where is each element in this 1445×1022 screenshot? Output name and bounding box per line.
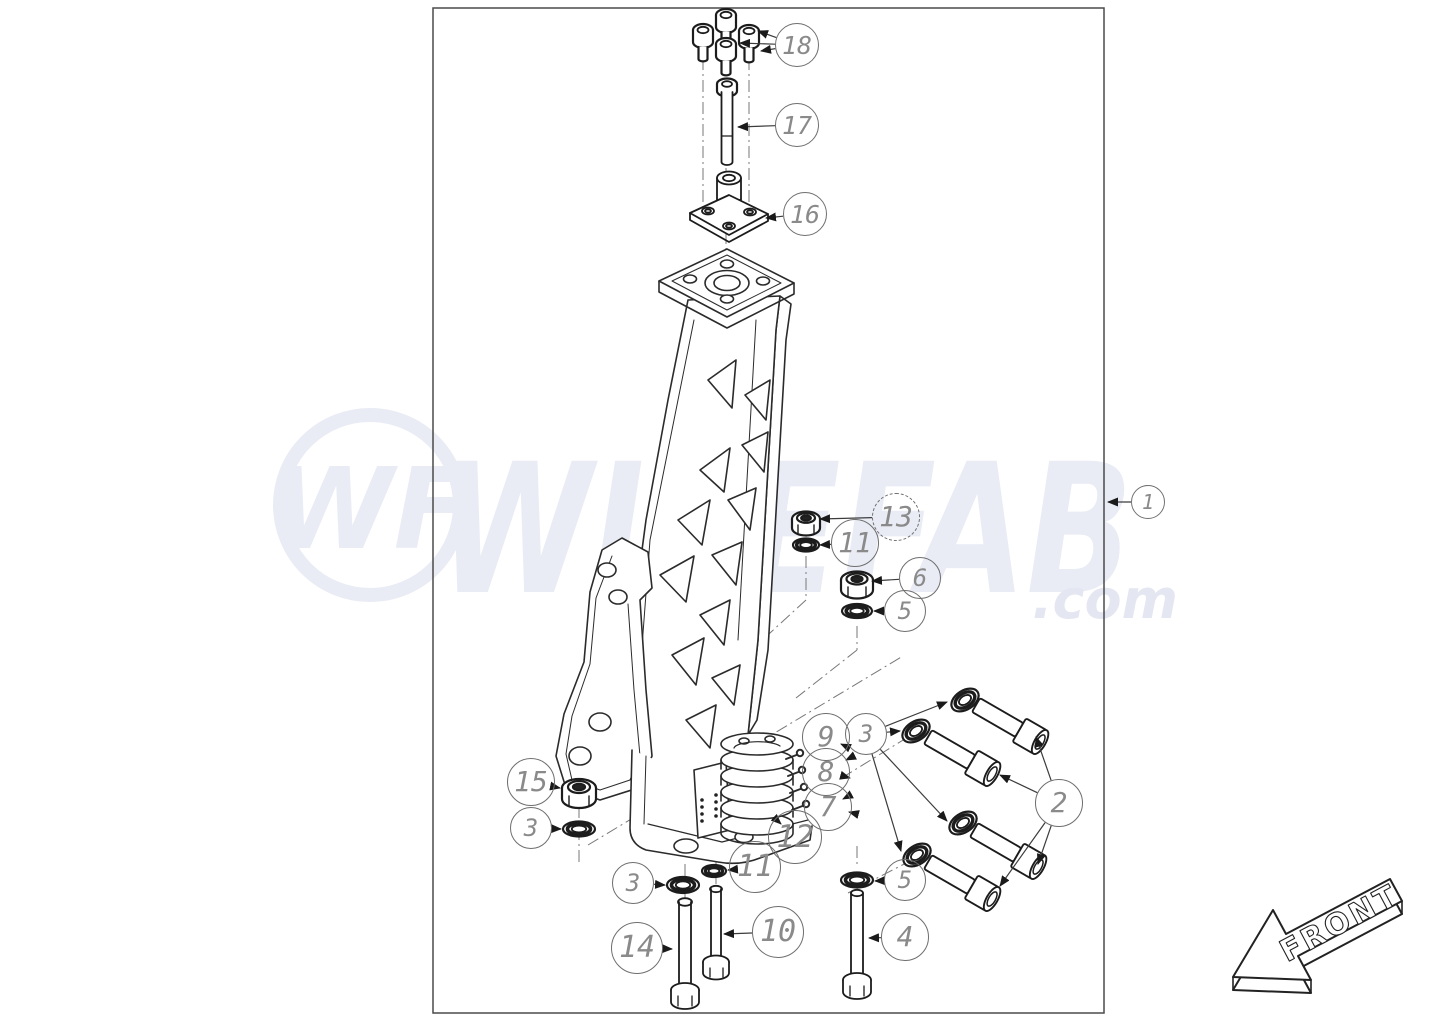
part-balloon-3: 3	[612, 862, 654, 904]
pivot-bolt-17	[715, 77, 739, 166]
nut-6	[839, 570, 875, 600]
caliper-bracket	[555, 537, 653, 801]
wf-logo-initials: WF	[270, 445, 470, 575]
part-balloon-12: 12	[768, 810, 822, 864]
pivot-mount-16	[689, 170, 769, 243]
leader-line-18	[739, 38, 776, 48]
watermark-brand-text: WISEFAB	[438, 426, 1133, 635]
part-balloon-18: 18	[775, 23, 819, 67]
leader-line-17	[737, 122, 776, 132]
watermark-suffix-text: .com	[1032, 568, 1178, 631]
washer-11-upper	[791, 537, 821, 553]
nut-13	[790, 510, 822, 537]
watermark: WF WISEFAB .com	[270, 408, 1178, 635]
part-balloon-9: 9	[802, 713, 850, 761]
leader-line-3	[653, 879, 666, 889]
socket-bolts-2	[923, 697, 1050, 912]
front-arrow-top-face	[1232, 878, 1403, 981]
leader-line-3	[886, 727, 901, 737]
leader-line-3	[885, 701, 948, 727]
part-balloon-15: 15	[507, 758, 555, 806]
bolt-10	[702, 884, 730, 981]
bolt-14	[670, 897, 700, 1010]
drawing-frame	[432, 7, 1105, 1014]
top-flange	[658, 248, 795, 329]
part-balloon-6: 6	[899, 557, 941, 599]
washer-11-lower	[700, 863, 728, 879]
bolt-4	[842, 888, 872, 1000]
part-balloon-10: 10	[752, 906, 804, 958]
part-balloon-14: 14	[611, 922, 663, 974]
leader-line-10	[723, 929, 753, 939]
part-balloon-11: 11	[729, 841, 781, 893]
upright-body	[555, 248, 813, 865]
leader-line-2	[1037, 825, 1052, 865]
nut-15	[560, 777, 598, 810]
leader-line-2	[999, 822, 1046, 887]
leader-line-18	[760, 44, 776, 54]
leader-line-2	[999, 774, 1038, 794]
part-balloon-13: 13	[872, 493, 920, 541]
leader-line-13	[819, 514, 873, 524]
washer-3-left	[561, 820, 597, 838]
leader-line-16	[765, 212, 784, 222]
leader-line-6	[871, 575, 900, 585]
part-balloon-3: 3	[845, 713, 887, 755]
leader-line-2	[1035, 736, 1052, 781]
part-balloon-17: 17	[775, 103, 819, 147]
part-balloon-5: 5	[884, 859, 926, 901]
leader-line-3	[871, 753, 903, 852]
part-balloon-3: 3	[510, 807, 552, 849]
wf-logo-ring	[273, 408, 467, 602]
front-arrow: FRONT	[1232, 877, 1406, 994]
part-balloon-16: 16	[783, 192, 827, 236]
part-balloon-4: 4	[881, 913, 929, 961]
washer-5-lower	[839, 871, 875, 889]
leader-line-15	[549, 781, 561, 791]
leader-line-3	[879, 748, 948, 822]
part-balloon-11: 11	[831, 519, 879, 567]
tower-cutouts	[659, 359, 771, 749]
leader-line-11	[819, 539, 832, 549]
part-balloon-2: 2	[1035, 779, 1083, 827]
washer-3-lower	[665, 875, 701, 895]
leader-line-18	[757, 30, 777, 39]
part-balloon-1: 1	[1131, 485, 1165, 519]
washer-5-upper	[840, 602, 874, 620]
